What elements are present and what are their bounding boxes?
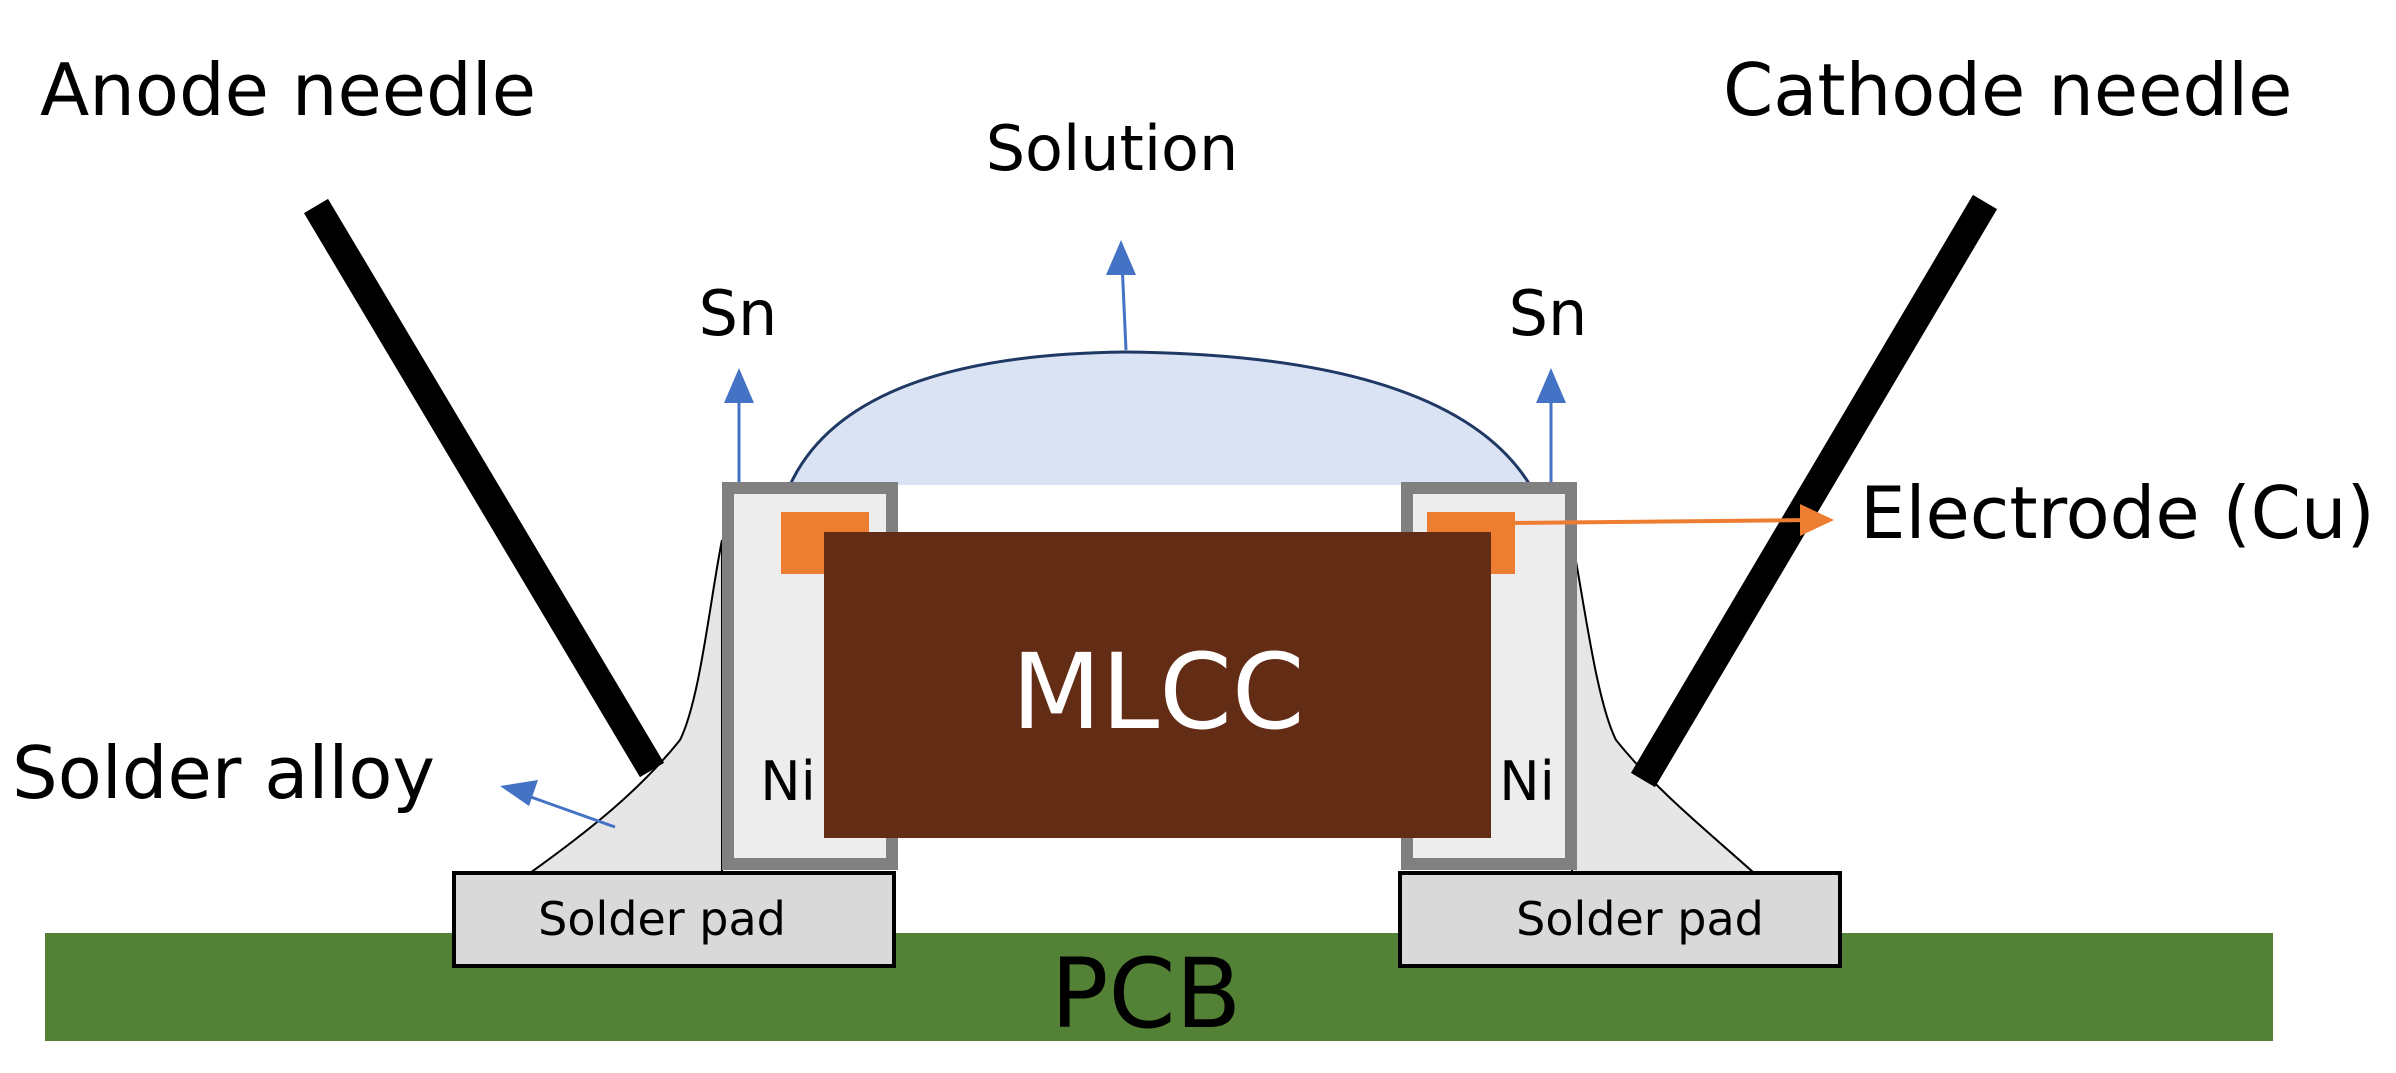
sn-label-right: Sn — [1509, 277, 1588, 350]
sn-arrow-right-head — [1536, 368, 1566, 403]
solder-alloy-arrow-head — [500, 780, 538, 806]
solder-pad-right — [1398, 871, 1842, 968]
solder-pad-label-left: Solder pad — [538, 892, 786, 946]
solution-arrow — [1120, 261, 1128, 351]
ni-label-left: Ni — [760, 750, 815, 813]
solder-fillet-right — [1571, 539, 1757, 874]
mlcc-body — [824, 532, 1491, 838]
solder-alloy-label: Solder alloy — [12, 731, 435, 815]
solder-fillet-left — [526, 539, 723, 874]
electrode-arrow — [1511, 518, 1813, 525]
solution-arrow-head — [1106, 240, 1136, 275]
sn-arrow-left-head — [724, 368, 754, 403]
cathode-needle — [1630, 194, 1998, 788]
cathode-needle-label: Cathode needle — [1723, 48, 2292, 132]
solder-alloy-arrow — [527, 794, 616, 829]
electrode-arrow-head — [1800, 504, 1834, 536]
pcb-label: PCB — [1051, 938, 1242, 1050]
solder-pad-label-right: Solder pad — [1516, 892, 1764, 946]
solution-label: Solution — [986, 112, 1239, 185]
solution-droplet — [790, 352, 1530, 485]
anode-needle — [303, 198, 665, 778]
ni-label-right: Ni — [1499, 750, 1554, 813]
solder-pad-left — [452, 871, 896, 968]
electrode-label: Electrode (Cu) — [1860, 471, 2375, 555]
anode-needle-label: Anode needle — [40, 48, 536, 132]
sn-label-left: Sn — [699, 277, 778, 350]
pcb-board — [45, 933, 2273, 1041]
solution-droplet-outline — [788, 350, 1532, 486]
mlcc-label: MLCC — [1012, 631, 1305, 753]
